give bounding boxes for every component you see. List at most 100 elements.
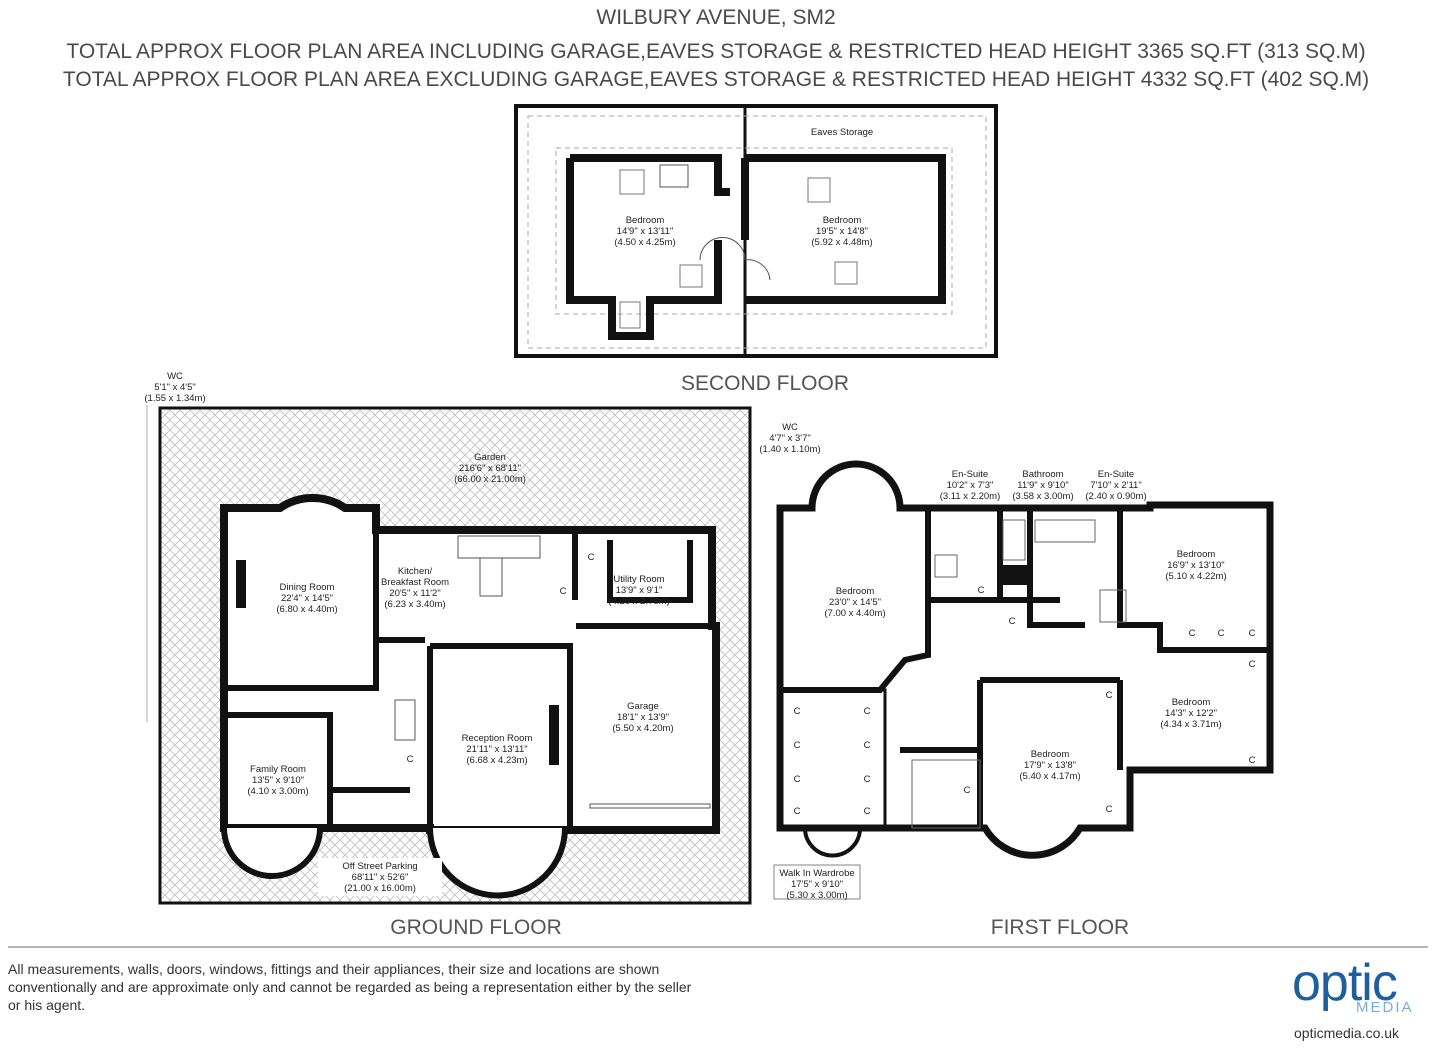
gf-wc-imperial: 5'1" x 4'5" — [154, 382, 196, 393]
ff-dark-block — [1003, 565, 1027, 585]
gf-wc2-imperial: 4'7" x 3'7" — [769, 433, 811, 444]
en-suite-1-name: En-Suite — [952, 469, 988, 480]
kitchen-name-1: Kitchen/ — [398, 566, 433, 577]
garden-name: Garden — [474, 452, 506, 463]
garden-imperial: 216'6" x 68'11" — [459, 463, 521, 474]
ff-bedroom-e-name: Bedroom — [1172, 697, 1211, 708]
reception-room-imperial: 21'11" x 13'11" — [466, 744, 527, 755]
en-suite-2-name: En-Suite — [1098, 469, 1134, 480]
parking-metric: (21.00 x 16.00m) — [344, 883, 416, 894]
sf-door-swing — [699, 237, 771, 281]
sf-bedroom-left-name: Bedroom — [626, 215, 665, 226]
wardrobe-label-box — [773, 864, 861, 900]
utility-room-name: Utility Room — [613, 574, 664, 585]
parking-imperial: 68'11" x 52'6" — [352, 872, 409, 883]
sf-bedroom-right-metric: (5.92 x 4.48m) — [811, 237, 872, 248]
walk-in-wardrobe-imperial: 17'5" x 9'10" — [791, 879, 843, 890]
sf-skylight — [834, 261, 858, 285]
ff-shower — [934, 554, 958, 578]
footer-divider — [8, 946, 1428, 948]
dining-room-imperial: 22'4" x 14'5" — [281, 593, 333, 604]
garage-door — [589, 803, 711, 809]
ground-floor-plan: WC 5'1" x 4'5" (1.55 x 1.34m) Garden 216… — [144, 371, 820, 939]
area-including-line: TOTAL APPROX FLOOR PLAN AREA INCLUDING G… — [66, 40, 1366, 63]
sf-skylight — [807, 177, 831, 203]
gf-wc2-name: WC — [782, 422, 798, 433]
walk-in-wardrobe-outline — [778, 688, 887, 830]
bathroom-imperial: 11'9" x 9'10" — [1017, 480, 1068, 491]
garage-name: Garage — [627, 701, 659, 712]
ff-cupboard: C — [978, 585, 985, 596]
dining-room-metric: (6.80 x 4.40m) — [276, 604, 337, 615]
gf-wc2-metric: (1.40 x 1.10m) — [759, 444, 820, 455]
dining-room-name: Dining Room — [280, 582, 335, 593]
ff-cupboard: C — [864, 706, 871, 717]
ff-cupboard: C — [864, 740, 871, 751]
ff-bedroom-main-name: Bedroom — [836, 586, 875, 597]
area-excluding-line: TOTAL APPROX FLOOR PLAN AREA EXCLUDING G… — [62, 68, 1370, 91]
sf-skylight — [619, 301, 641, 329]
eaves-dashed-outline — [527, 115, 987, 349]
ff-bedroom-ne-name: Bedroom — [1177, 549, 1216, 560]
family-room-name: Family Room — [250, 764, 306, 775]
walk-in-wardrobe-metric: (5.30 x 3.00m) — [786, 890, 847, 901]
ff-bedroom-main-imperial: 23'0" x 14'5" — [829, 597, 881, 608]
ff-cupboard: C — [794, 740, 801, 751]
sf-bedroom-left-metric: (4.50 x 4.25m) — [614, 237, 675, 248]
ff-bedroom-main-metric: (7.00 x 4.40m) — [824, 608, 885, 619]
ff-cupboard: C — [1009, 616, 1016, 627]
kitchen-imperial: 20'5" x 11'2" — [389, 588, 440, 599]
en-suite-1-metric: (3.11 x 2.20m) — [940, 491, 1001, 502]
plan-title: WILBURY AVENUE, SM2 — [596, 6, 836, 29]
floor-plan-drawing: Eaves Storage Bedroom 14'9" x 13'11" (4.… — [144, 104, 1274, 939]
ff-staircase — [911, 759, 981, 829]
sf-left-bedroom-walls — [566, 154, 730, 340]
ff-bedroom-s-imperial: 17'9" x 13'8" — [1024, 760, 1076, 771]
eaves-storage-label: Eaves Storage — [811, 127, 873, 138]
reception-room-name: Reception Room — [462, 733, 533, 744]
logo-subtext: MEDIA — [1356, 999, 1414, 1016]
ff-bedroom-e-metric: (4.34 x 3.71m) — [1160, 719, 1221, 730]
sf-bedroom-left-imperial: 14'9" x 13'11" — [617, 226, 674, 237]
ff-cupboard: C — [1249, 628, 1256, 639]
bay-windows — [221, 827, 568, 899]
ff-bedroom-ne-imperial: 16'9" x 13'10" — [1167, 560, 1224, 571]
optic-media-logo: optic MEDIA opticmedia.co.uk — [1292, 955, 1432, 1045]
kitchen-island — [479, 557, 503, 597]
ff-cupboard: C — [864, 806, 871, 817]
ff-cupboard: C — [794, 706, 801, 717]
reception-fireplace — [549, 705, 559, 765]
ff-cupboard: C — [964, 785, 971, 796]
ff-bedroom-s-name: Bedroom — [1031, 749, 1070, 760]
logo-wordmark: optic — [1292, 954, 1398, 1012]
first-floor-label: FIRST FLOOR — [991, 916, 1129, 939]
ff-cupboard: C — [1106, 804, 1113, 815]
family-room-imperial: 13'5" x 9'10" — [252, 775, 304, 786]
ff-bedroom-ne-metric: (5.10 x 4.22m) — [1165, 571, 1226, 582]
ff-cupboard: C — [864, 774, 871, 785]
gf-internal-walls — [224, 530, 712, 830]
second-floor-outline — [514, 104, 998, 358]
ff-bedroom-s-metric: (5.40 x 4.17m) — [1019, 771, 1080, 782]
ff-bath — [1002, 519, 1026, 561]
gf-wc-metric: (1.55 x 1.34m) — [144, 393, 205, 404]
kitchen-metric: (6.23 x 3.40m) — [384, 599, 445, 610]
en-suite-2-metric: (2.40 x 0.90m) — [1085, 491, 1146, 502]
logo-website: opticmedia.co.uk — [1294, 1025, 1400, 1041]
ff-cupboard: C — [1249, 755, 1256, 766]
gf-cupboard: C — [407, 754, 414, 765]
gf-cupboard: C — [560, 586, 567, 597]
first-floor-plan: En-Suite 10'2" x 7'3" (3.11 x 2.20m) Bat… — [773, 460, 1274, 939]
reception-room-metric: (6.68 x 4.23m) — [466, 755, 527, 766]
ff-cupboard: C — [1106, 690, 1113, 701]
dining-fireplace — [236, 560, 246, 608]
wardrobe-bay — [803, 827, 862, 858]
ff-bedroom-e-imperial: 14'3" x 12'2" — [1165, 708, 1217, 719]
sf-skylight — [659, 164, 689, 188]
sf-right-bedroom-walls — [741, 154, 946, 304]
utility-room-metric: (4.20 x 2.78m) — [608, 596, 669, 607]
ground-floor-label: GROUND FLOOR — [390, 916, 562, 939]
garage-metric: (5.50 x 4.20m) — [612, 723, 673, 734]
ff-cupboard: C — [794, 774, 801, 785]
walk-in-wardrobe-name: Walk In Wardrobe — [779, 868, 854, 879]
